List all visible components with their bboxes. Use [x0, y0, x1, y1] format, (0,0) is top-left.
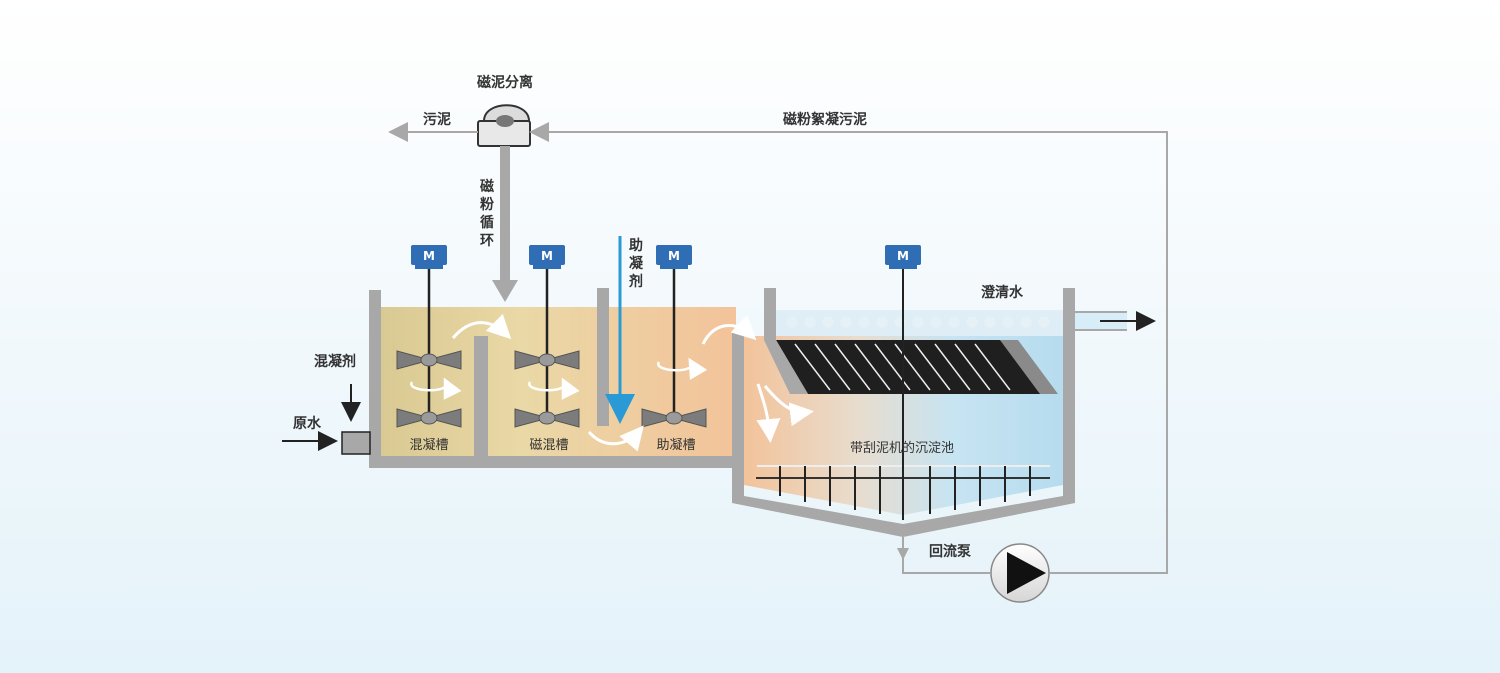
left-tank-water [381, 307, 736, 456]
svg-text:环: 环 [480, 233, 494, 249]
drain-arrowhead [897, 548, 909, 560]
svg-text:剂: 剂 [629, 273, 643, 290]
label-magnetic-floc-sludge: 磁粉絮凝污泥 [783, 111, 867, 128]
flow-arrows [451, 313, 814, 452]
return-pump [990, 543, 1050, 603]
label-sludge: 污泥 [423, 111, 451, 128]
label-magnetic-separation: 磁泥分离 [477, 74, 533, 91]
motor-2: M [529, 245, 565, 269]
svg-text:凝: 凝 [629, 256, 644, 272]
motor-3: M [656, 245, 692, 269]
label-magnetic-mixing-tank: 磁混槽 [529, 438, 568, 453]
label-sedimentation-tank: 带刮泥机的沉淀池 [850, 440, 954, 456]
rotation-arrows [410, 357, 708, 400]
svg-text:M: M [668, 249, 680, 263]
mixer-shafts [427, 266, 676, 420]
svg-text:粉: 粉 [480, 196, 494, 213]
inclined-plates [764, 340, 1058, 394]
motor-1: M [411, 245, 447, 269]
label-return-pump: 回流泵 [929, 543, 971, 560]
svg-text:循: 循 [480, 214, 494, 231]
impellers [396, 350, 707, 428]
label-clarified-water: 澄清水 [981, 284, 1024, 301]
svg-text:磁: 磁 [480, 178, 494, 195]
svg-text:助: 助 [629, 237, 643, 254]
magnetic-recycle-pipe [492, 146, 518, 302]
label-flocculant-aid: 助 凝 剂 [629, 237, 644, 290]
label-raw-water: 原水 [293, 415, 322, 432]
svg-text:M: M [541, 249, 553, 263]
label-mixing-tank: 混凝槽 [409, 437, 448, 453]
label-coagulant: 混凝剂 [314, 353, 356, 370]
motor-4: M [885, 245, 921, 269]
label-magnetic-cycle: 磁 粉 循 环 [480, 178, 494, 249]
label-flocculation-tank: 助凝槽 [656, 437, 695, 453]
svg-text:M: M [897, 249, 909, 263]
settler-surface [776, 310, 1063, 336]
svg-text:M: M [423, 249, 435, 263]
raw-water-inlet [341, 431, 371, 455]
floc-sludge-return-line [529, 122, 1168, 574]
